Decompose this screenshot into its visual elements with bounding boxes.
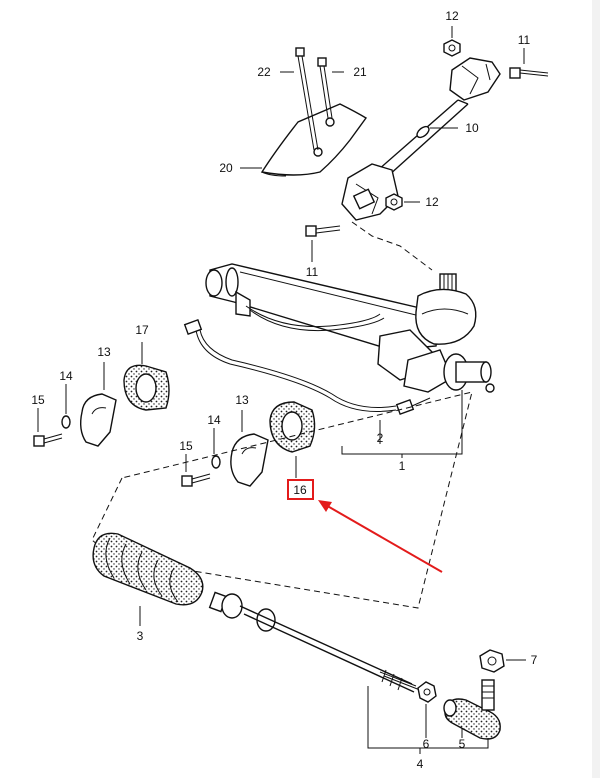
steering-rack-housing (205, 263, 441, 351)
callout-1: 1 (399, 459, 406, 473)
callout-4: 4 (417, 757, 424, 771)
callout-12-lower: 12 (425, 195, 439, 209)
callout-13-right: 13 (235, 393, 249, 407)
callout-7: 7 (531, 653, 538, 667)
washer-14-right (211, 455, 221, 469)
bolt-22 (295, 47, 319, 151)
nut-12-lower (385, 193, 403, 211)
callout-20: 20 (219, 161, 233, 175)
callout-12-top: 12 (445, 9, 459, 23)
bolt-11-top (509, 67, 549, 79)
callout-17: 17 (135, 323, 149, 337)
callout-2: 2 (377, 431, 384, 445)
callout-10: 10 (465, 121, 479, 135)
callout-5: 5 (459, 737, 466, 751)
pinion-housing (377, 273, 477, 393)
bolt-15-right (181, 473, 211, 487)
hydraulic-line-2 (183, 319, 431, 415)
leader-lines (37, 26, 526, 754)
callout-11-top: 11 (518, 33, 531, 47)
washer-14-left (61, 415, 71, 429)
tie-rod-end-5 (443, 679, 501, 740)
callout-11-lower: 11 (306, 265, 319, 279)
bellows-boot-3 (92, 532, 204, 606)
rack-end-right (443, 353, 495, 393)
nut-12-top (443, 39, 461, 57)
callout-16: 16 (293, 483, 307, 497)
tie-rod-4 (208, 591, 421, 693)
clamp-13-right (230, 433, 269, 487)
highlight-box (287, 479, 314, 500)
callout-13-left: 13 (97, 345, 111, 359)
callout-21: 21 (353, 65, 367, 79)
intermediate-shaft (377, 99, 469, 177)
callout-labels: 12 11 22 21 10 20 12 11 17 13 14 15 13 1… (31, 9, 537, 771)
callout-15-right: 15 (179, 439, 193, 453)
highlight-annotation (287, 479, 443, 573)
nut-7 (479, 649, 505, 673)
feed-line-upper (245, 305, 385, 332)
page-edge (592, 0, 600, 778)
rubber-bushing-16 (269, 401, 316, 453)
universal-joint-lower (341, 163, 399, 221)
rubber-bushing-17 (123, 364, 170, 411)
callout-14-left: 14 (59, 369, 73, 383)
universal-joint-upper (449, 57, 501, 101)
bolt-21 (317, 57, 333, 119)
bolt-15-left (33, 433, 63, 447)
nut-6 (417, 681, 437, 703)
highlight-arrowhead (318, 500, 332, 512)
heat-shield (260, 103, 368, 177)
callout-15-left: 15 (31, 393, 45, 407)
callout-6: 6 (423, 737, 430, 751)
highlight-arrow (323, 503, 443, 573)
callout-22: 22 (257, 65, 271, 79)
callout-14-right: 14 (207, 413, 221, 427)
bolt-11-lower (305, 225, 341, 237)
callout-3: 3 (137, 629, 144, 643)
clamp-13-left (79, 393, 117, 447)
